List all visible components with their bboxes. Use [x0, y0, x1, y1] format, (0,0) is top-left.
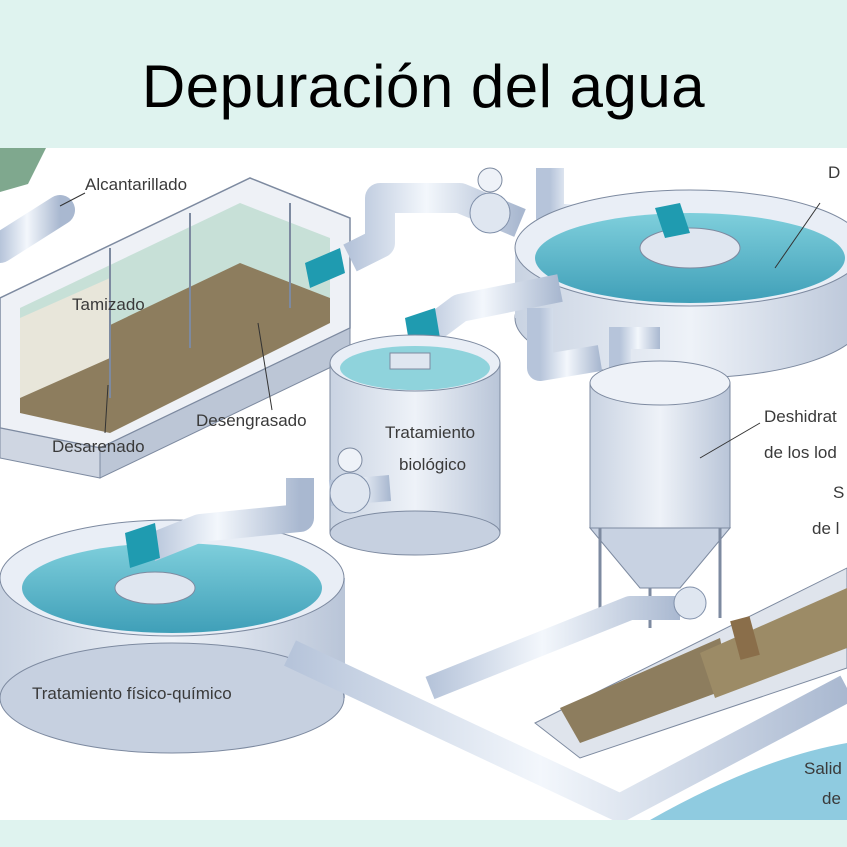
- label-outlet-line2: de: [822, 789, 841, 808]
- flow-arrow-1: [305, 248, 345, 288]
- label-tamizado: Tamizado: [72, 295, 145, 314]
- biological-tank: [329, 334, 501, 556]
- valve-wheel-top: [477, 167, 503, 193]
- label-desarenado: Desarenado: [52, 437, 145, 456]
- valve-wheel-middle: [337, 447, 363, 473]
- leader-alcantarillado: [59, 192, 86, 207]
- water-treatment-diagram: Alcantarillado Tamizado Desarenado Desen…: [0, 148, 847, 820]
- valve-middle: [329, 472, 371, 514]
- label-drying-line1: S: [833, 483, 845, 502]
- label-physicochemical: Tratamiento físico-químico: [32, 684, 232, 703]
- dehydration-silo: [588, 327, 732, 628]
- label-desengrasado: Desengrasado: [196, 411, 307, 430]
- pipe-to-silo: [425, 596, 680, 700]
- pretreatment-channel: [0, 177, 351, 479]
- label-drying-line2: de l: [812, 519, 840, 538]
- pipe-down: [527, 308, 603, 381]
- sewer-pipe: [0, 195, 75, 263]
- leader-desarenado: [104, 384, 109, 434]
- pipe-outlet: [284, 640, 847, 820]
- physicochemical-tank: [0, 519, 345, 754]
- label-biological-line1: Tratamiento: [385, 423, 476, 442]
- outlet-water: [650, 743, 847, 820]
- label-outlet-line1: Salid: [804, 759, 842, 778]
- label-alcantarillado: Alcantarillado: [85, 175, 188, 194]
- drying-bed: [534, 567, 847, 759]
- valve-top: [469, 192, 511, 234]
- page-title: Depuración del agua: [141, 53, 706, 120]
- label-decanter: D: [828, 163, 841, 182]
- valve-bottom: [673, 586, 707, 620]
- primary-decanter: [514, 189, 847, 379]
- bottom-band: [0, 820, 847, 847]
- diagram-illustration: [0, 148, 847, 820]
- label-dehydration-line2: de los lod: [764, 443, 837, 462]
- label-biological-line2: biológico: [399, 455, 467, 474]
- flow-arrow-3: [125, 523, 160, 568]
- leader-deshidratacion: [699, 422, 761, 459]
- inflow-sign: [0, 148, 46, 192]
- leader-decanter: [774, 202, 821, 269]
- leader-desengrasado: [257, 322, 273, 411]
- label-dehydration-line1: Deshidrat: [764, 407, 837, 426]
- pipe-to-physicochemical: [144, 478, 314, 561]
